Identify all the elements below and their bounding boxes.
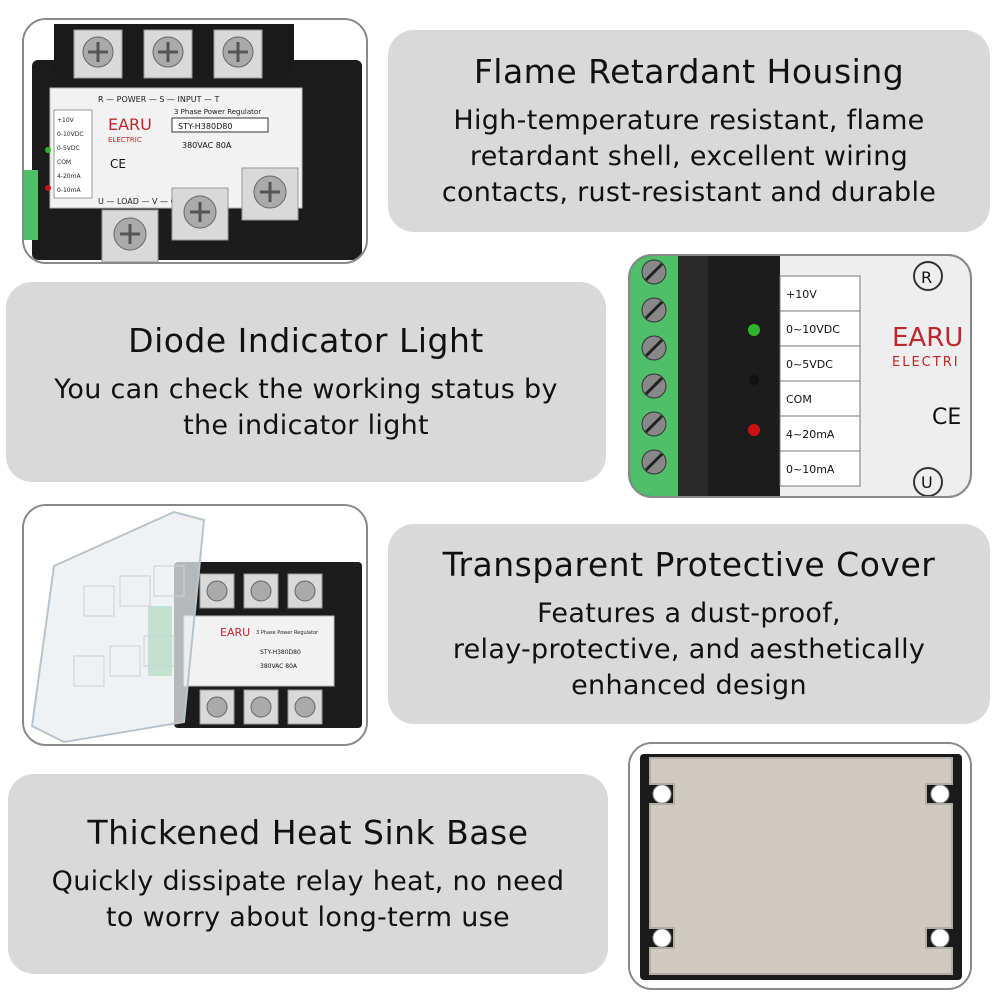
feature-line: Quickly dissipate relay heat, no need xyxy=(51,865,565,897)
feature-title: Flame Retardant Housing xyxy=(473,51,905,91)
svg-text:4-20mA: 4-20mA xyxy=(57,173,81,180)
svg-text:380VAC 80A: 380VAC 80A xyxy=(182,141,232,150)
feature-title: Diode Indicator Light xyxy=(128,320,484,360)
svg-text:0-10VDC: 0-10VDC xyxy=(57,131,84,138)
svg-text:3 Phase Power Regulator: 3 Phase Power Regulator xyxy=(174,108,261,116)
feature-line: retardant shell, excellent wiring xyxy=(469,140,909,172)
feature-line: Features a dust-proof, xyxy=(537,597,841,629)
red-led-icon xyxy=(748,424,760,436)
bottom-terminal-screws xyxy=(101,167,299,262)
top-terminal-screws xyxy=(73,29,263,79)
zoom-brand-logo: EARU xyxy=(892,323,963,353)
svg-text:CE: CE xyxy=(110,157,126,171)
top-labels: R — POWER — S — INPUT — T xyxy=(98,95,220,104)
svg-text:R: R xyxy=(921,268,932,287)
relay-housing-photo: R — POWER — S — INPUT — T +10V 0-10VDC 0-5… xyxy=(22,18,368,264)
feature-panel-heatsink: Thickened Heat Sink Base Quickly dissipa… xyxy=(8,774,608,974)
svg-text:U — LOAD — V — OUTPUT — W: U — LOAD — V — OUTPUT — W xyxy=(98,197,224,206)
feature-panel-cover: Transparent Protective Cover Features a … xyxy=(388,524,990,724)
terminal-label: COM xyxy=(786,393,812,406)
terminal-label: 0~10mA xyxy=(786,463,835,476)
svg-text:STY-H380D80: STY-H380D80 xyxy=(260,649,301,656)
svg-text:ELECTRIC: ELECTRIC xyxy=(108,136,142,144)
terminal-label: +10V xyxy=(786,288,817,301)
terminal-label: 0~5VDC xyxy=(786,358,833,371)
svg-text:COM: COM xyxy=(57,159,71,166)
transparent-cover-photo: EARU 3 Phase Power Regulator STY-H380D80… xyxy=(22,504,368,746)
terminal-label: 0~10VDC xyxy=(786,323,840,336)
feature-line: enhanced design xyxy=(571,669,807,701)
feature-line: to worry about long-term use xyxy=(106,901,510,933)
feature-line: the indicator light xyxy=(183,409,429,441)
feature-title: Thickened Heat Sink Base xyxy=(87,812,529,852)
indicator-zoom-photo: +10V 0~10VDC 0~5VDC COM 4~20mA 0~10mA EA… xyxy=(628,254,972,498)
svg-text:380VAC 80A: 380VAC 80A xyxy=(260,663,298,670)
svg-text:CE: CE xyxy=(932,405,961,430)
feature-panel-indicator: Diode Indicator Light You can check the … xyxy=(6,282,606,482)
svg-text:0-5VDC: 0-5VDC xyxy=(57,145,80,152)
heat-sink-base-photo xyxy=(628,742,972,990)
metal-base-plate-icon xyxy=(649,757,953,975)
green-led-icon xyxy=(748,324,760,336)
svg-text:+10V: +10V xyxy=(57,117,75,124)
clear-cover-icon xyxy=(30,510,206,744)
feature-title: Transparent Protective Cover xyxy=(442,544,936,584)
feature-line: relay-protective, and aesthetically xyxy=(452,633,926,665)
svg-text:U: U xyxy=(921,473,933,492)
feature-line: High-temperature resistant, flame xyxy=(453,104,925,136)
svg-text:0-10mA: 0-10mA xyxy=(57,187,81,194)
feature-line: contacts, rust-resistant and durable xyxy=(441,176,937,208)
feature-line: You can check the working status by xyxy=(54,373,558,405)
feature-panel-housing: Flame Retardant Housing High-temperature… xyxy=(388,30,990,232)
svg-text:STY-H380D80: STY-H380D80 xyxy=(178,122,232,131)
svg-text:EARU: EARU xyxy=(220,626,250,639)
brand-logo: EARU xyxy=(108,115,152,134)
terminal-label: 4~20mA xyxy=(786,428,835,441)
svg-text:ELECTRI: ELECTRI xyxy=(892,355,960,370)
svg-text:3 Phase Power Regulator: 3 Phase Power Regulator xyxy=(256,630,319,636)
